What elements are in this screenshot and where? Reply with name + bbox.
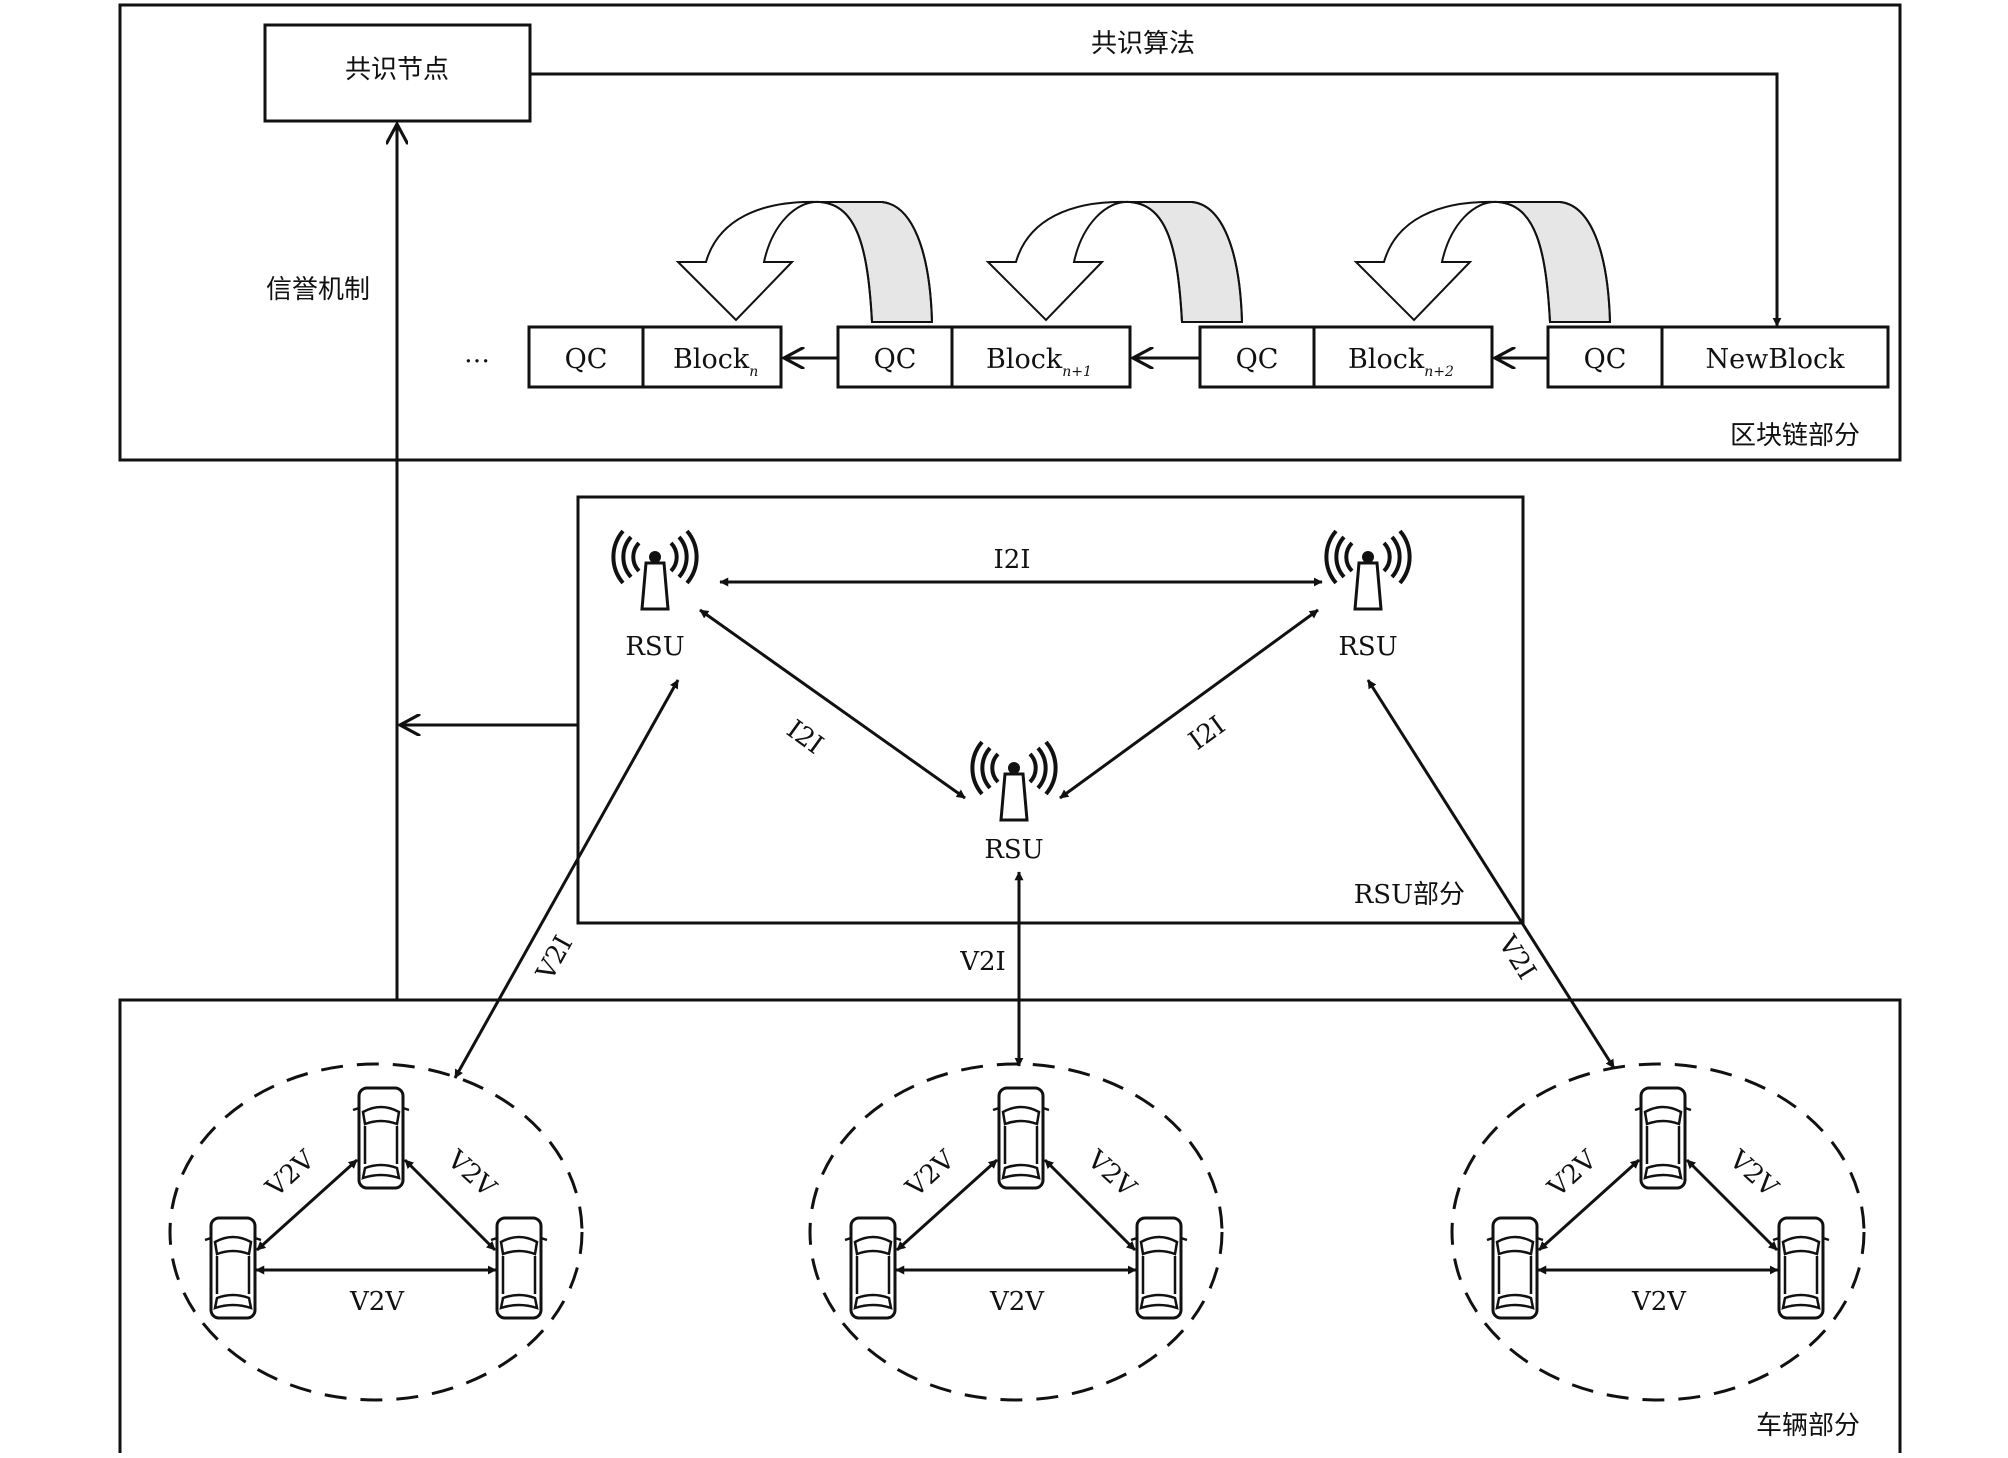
v2v-label: V2V — [260, 1144, 322, 1204]
block-n1-name: Blockn+1 — [986, 344, 1092, 380]
block-n2-qc: QC — [1236, 344, 1279, 375]
qc-reference-arrow-3 — [1353, 200, 1612, 323]
consensus-node-label: 共识节点 — [345, 55, 449, 85]
v2i-label-left: V2I — [530, 931, 579, 986]
car-top-view-icon — [1129, 1216, 1189, 1320]
v2v-label: V2V — [1722, 1144, 1784, 1204]
car-top-view-icon — [1771, 1216, 1831, 1320]
v2v-label: V2V — [989, 1287, 1045, 1317]
rsu-center-label: RSU — [984, 835, 1043, 865]
v2v-label: V2V — [1631, 1287, 1687, 1317]
antenna-tower-icon — [1324, 529, 1412, 611]
block-n1-qc: QC — [874, 344, 917, 375]
v2v-label: V2V — [1542, 1144, 1604, 1204]
consensus-algorithm-label: 共识算法 — [1091, 29, 1195, 59]
rsu-left-label: RSU — [625, 632, 684, 662]
vehicle-cluster-right: V2V V2V V2V — [1450, 1062, 1866, 1402]
car-top-view-icon — [351, 1086, 411, 1190]
v2v-label: V2V — [440, 1144, 502, 1204]
rsu-right: RSU — [1324, 529, 1412, 662]
rsu-center: RSU — [970, 740, 1058, 865]
v2v-label: V2V — [349, 1287, 405, 1317]
rsu-section-frame — [576, 495, 1525, 925]
i2i-link-right — [1059, 608, 1319, 800]
car-top-view-icon — [1485, 1216, 1545, 1320]
v2v-label: V2V — [900, 1144, 962, 1204]
vehicle-section-frame — [118, 998, 1902, 1457]
v2v-label: V2V — [1080, 1144, 1142, 1204]
car-top-view-icon — [991, 1086, 1051, 1190]
block-n-plus-1: QC Blockn+1 — [836, 325, 1132, 389]
new-block-name: NewBlock — [1706, 344, 1846, 375]
vehicle-cluster-left: V2V V2V V2V — [168, 1062, 584, 1402]
car-top-view-icon — [489, 1216, 549, 1320]
rsu-section-label: RSU部分 — [1354, 880, 1465, 910]
i2i-label-top: I2I — [993, 545, 1030, 575]
blockchain-section-label: 区块链部分 — [1730, 421, 1860, 451]
rsu-right-label: RSU — [1338, 632, 1397, 662]
reputation-mechanism-label: 信誉机制 — [266, 275, 370, 305]
consensus-algorithm-arrow — [530, 72, 1782, 327]
block-n2-name: Blockn+2 — [1348, 344, 1454, 380]
i2i-label-left: I2I — [781, 714, 829, 760]
new-block: QC NewBlock — [1546, 325, 1890, 389]
v2i-link-right — [1366, 679, 1616, 1069]
car-top-view-icon — [203, 1216, 263, 1320]
new-block-qc: QC — [1584, 344, 1627, 375]
blockchain-section-frame — [118, 3, 1902, 462]
antenna-tower-icon — [970, 740, 1058, 822]
v2i-label-center: V2I — [959, 947, 1006, 977]
i2i-label-right: I2I — [1183, 710, 1231, 756]
block-n-name: Blockn — [673, 344, 758, 380]
antenna-tower-icon — [611, 529, 699, 611]
qc-reference-arrow-1 — [675, 200, 934, 323]
rsu-left: RSU — [611, 529, 699, 662]
vehicle-section-label: 车辆部分 — [1756, 1411, 1860, 1441]
qc-reference-arrow-2 — [985, 200, 1244, 323]
block-n: QC Blockn — [527, 325, 783, 389]
car-top-view-icon — [1633, 1086, 1693, 1190]
v2i-label-right: V2I — [1491, 930, 1541, 985]
block-n-qc: QC — [565, 344, 608, 375]
car-top-view-icon — [843, 1216, 903, 1320]
v2i-link-left — [453, 679, 680, 1079]
block-n-plus-2: QC Blockn+2 — [1198, 325, 1494, 389]
vehicle-cluster-center: V2V V2V V2V — [808, 1062, 1224, 1402]
chain-ellipsis: … — [464, 339, 490, 369]
i2i-link-left — [699, 608, 966, 800]
